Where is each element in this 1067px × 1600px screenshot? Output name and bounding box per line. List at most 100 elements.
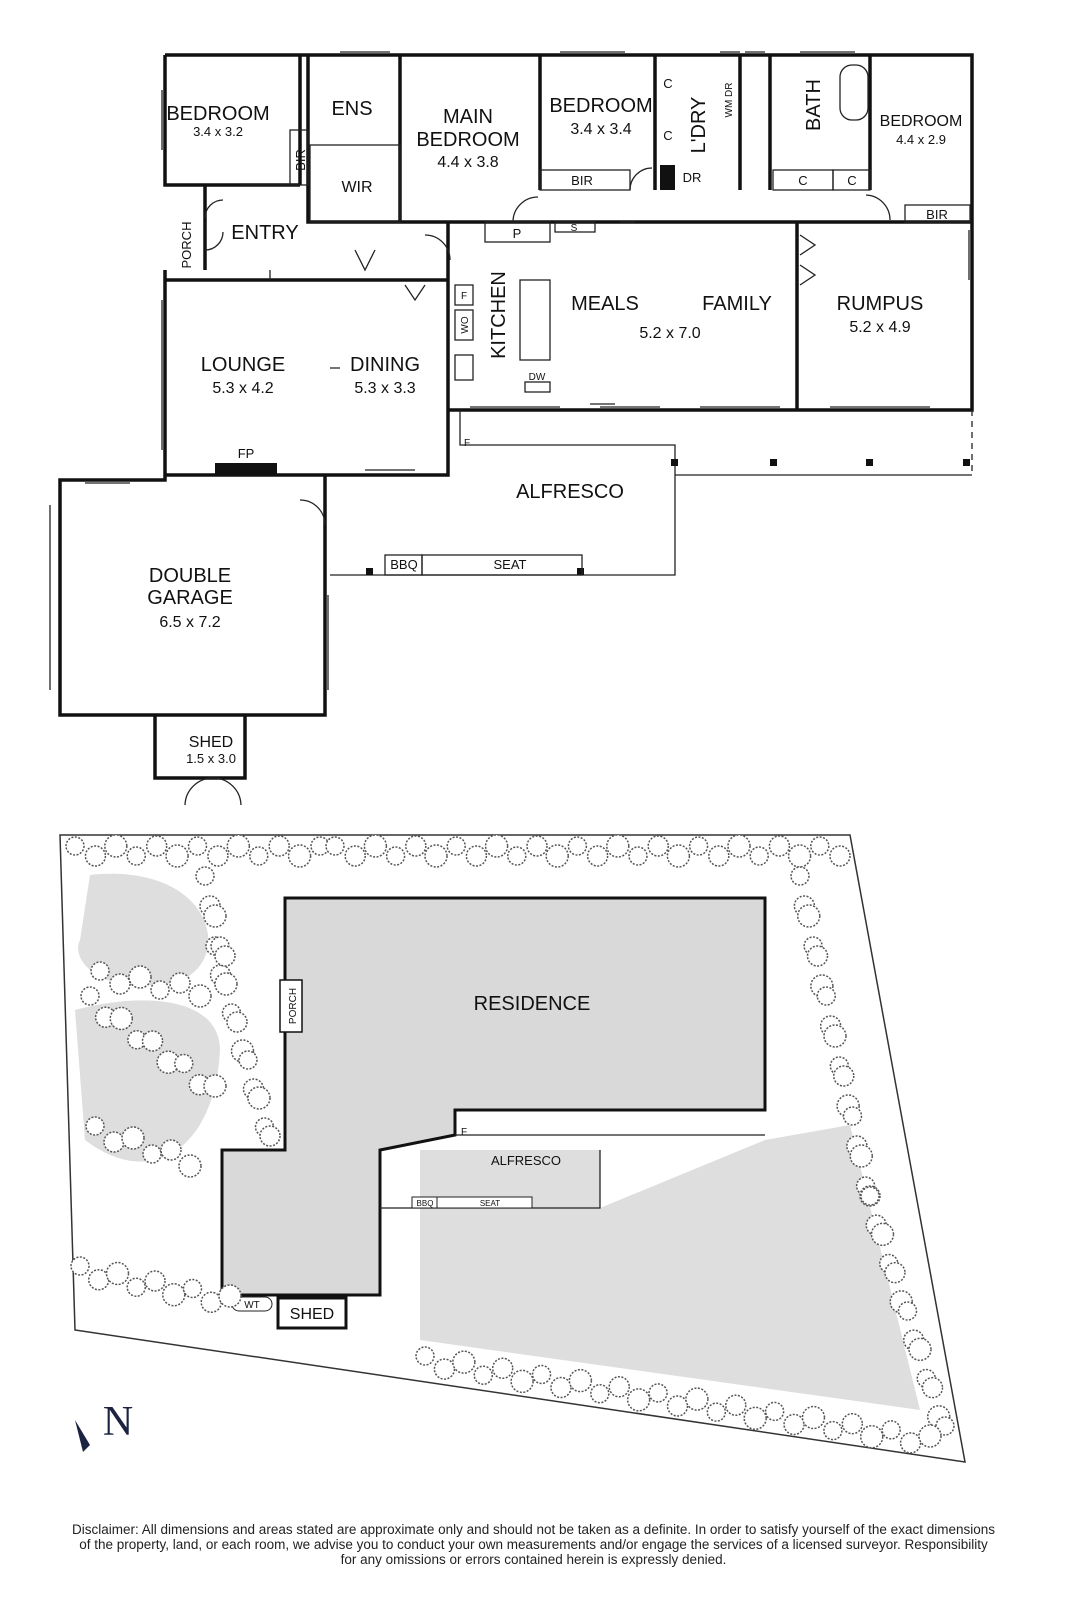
tree-icon	[484, 834, 509, 858]
tree-icon	[841, 1412, 864, 1435]
dims-bedroom-3: 4.4 x 2.9	[896, 132, 946, 147]
seat	[421, 554, 583, 576]
site-seat	[436, 1196, 533, 1209]
disclaimer-line-1: Disclaimer: All dimensions and areas sta…	[71, 1522, 995, 1537]
tree-icon	[207, 845, 229, 867]
tree-icon	[65, 836, 85, 856]
tree-icon	[787, 844, 812, 868]
tree-icon	[405, 835, 427, 857]
tree-icon	[268, 835, 290, 857]
label-ens: ENS	[331, 98, 372, 120]
tree-icon	[806, 945, 829, 967]
tree-icon	[90, 961, 110, 981]
label-kitchen: KITCHEN	[488, 271, 510, 359]
label-bedroom-2: BEDROOM	[549, 95, 652, 117]
tree-icon	[725, 1394, 747, 1416]
residence-footprint	[220, 896, 767, 1297]
dims-bedroom-1: 3.4 x 3.2	[193, 124, 243, 139]
label-garage-1: DOUBLE	[149, 565, 231, 587]
tree-icon	[491, 1357, 514, 1380]
tree-icon	[121, 1126, 145, 1150]
dims-bedroom-2: 3.4 x 3.4	[570, 121, 631, 138]
tree-icon	[188, 984, 212, 1008]
tree-icon	[797, 904, 821, 928]
tree-icon	[415, 1346, 435, 1366]
tree-icon	[606, 834, 630, 858]
tree-icon	[165, 844, 189, 868]
label-wt: WT	[244, 1300, 260, 1311]
tree-icon	[203, 1074, 227, 1098]
tree-icon	[385, 846, 406, 866]
tree-icon	[80, 986, 100, 1006]
shed-doors	[184, 777, 242, 806]
label-laundry: L'DRY	[688, 97, 710, 154]
tree-icon	[88, 1269, 110, 1291]
tree-icon	[526, 835, 548, 857]
tree-icon	[109, 973, 131, 995]
label-bir-2: BIR	[571, 173, 593, 188]
label-wall-oven: WO	[460, 316, 471, 333]
tree-icon	[363, 834, 388, 858]
label-s: S	[571, 223, 578, 234]
tree-icon	[823, 1024, 847, 1048]
fixtures	[204, 64, 971, 526]
dims-main-bedroom: 4.4 x 3.8	[437, 154, 498, 171]
tree-icon	[226, 834, 251, 858]
laundry-block	[660, 165, 675, 190]
label-site-porch: PORCH	[288, 988, 299, 1024]
tree-icon	[84, 845, 107, 867]
tree-icon	[816, 986, 836, 1006]
tree-icon	[259, 1125, 281, 1147]
label-bir-1: BIR	[293, 149, 308, 171]
tree-icon	[214, 945, 236, 967]
tree-icon	[144, 1270, 166, 1292]
tree-icon	[446, 836, 466, 856]
tree-icon	[531, 1364, 552, 1385]
label-site-seat: SEAT	[480, 1199, 500, 1208]
label-c-1: C	[663, 76, 672, 91]
tree-icon	[105, 1261, 130, 1286]
tree-icon	[859, 1425, 884, 1449]
label-fridge: F	[461, 291, 467, 302]
site-shed	[276, 1296, 348, 1330]
label-site-alfresco: ALFRESCO	[491, 1153, 561, 1168]
label-meals: MEALS	[571, 293, 639, 315]
tree-icon	[586, 845, 609, 867]
label-site-fridge: F	[461, 1127, 467, 1138]
tree-icon	[109, 1006, 133, 1031]
label-wir: WIR	[341, 179, 372, 196]
tree-icon	[881, 1420, 901, 1440]
label-seat: SEAT	[494, 557, 527, 572]
tree-icon	[918, 1424, 942, 1448]
tree-icon	[870, 1222, 895, 1247]
tree-icon	[829, 845, 851, 867]
tree-icon	[226, 1011, 248, 1033]
dims-lounge: 5.3 x 4.2	[212, 380, 273, 397]
dims-dining: 5.3 x 3.3	[354, 380, 415, 397]
tree-icon	[810, 836, 830, 856]
label-main-bedroom-1: MAIN	[443, 106, 493, 128]
tree-icon	[666, 1395, 689, 1417]
label-dr: DR	[683, 170, 702, 185]
tree-icon	[849, 1144, 873, 1168]
tree-icon	[510, 1369, 534, 1394]
tree-icon	[214, 972, 238, 996]
tree-icon	[833, 1065, 855, 1087]
tree-icon	[126, 1277, 146, 1297]
label-site-bbq: BBQ	[417, 1199, 434, 1208]
tree-icon	[897, 1301, 918, 1321]
label-porch: PORCH	[179, 222, 194, 269]
fireplace	[215, 463, 277, 475]
label-shed: SHED	[189, 734, 233, 751]
label-lounge: LOUNGE	[201, 354, 285, 376]
tree-icon	[801, 1405, 826, 1430]
tree-icon	[685, 1387, 709, 1411]
label-main-bedroom-2: BEDROOM	[416, 129, 519, 151]
site-plan: RESIDENCE PORCH ALFRESCO F BBQ SEAT WT S…	[59, 834, 966, 1463]
disclaimer-line-3: for any omissions or errors contained he…	[340, 1552, 727, 1567]
label-dw: DW	[529, 372, 546, 383]
tree-icon	[666, 844, 691, 868]
disclaimer-line-2: of the property, land, or each room, we …	[79, 1537, 988, 1552]
tree-icon	[203, 904, 227, 928]
